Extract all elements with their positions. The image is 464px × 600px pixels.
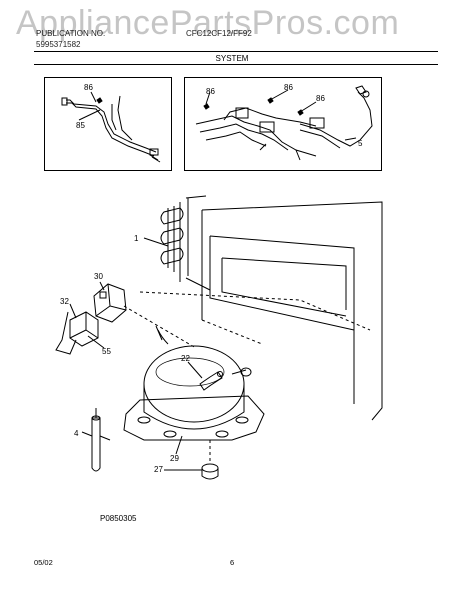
condenser-coil bbox=[160, 195, 211, 291]
publication-number: 5995371582 bbox=[36, 40, 81, 49]
callout-55: 55 bbox=[102, 347, 111, 356]
cabinet-outline bbox=[123, 201, 383, 421]
callout-5: 5 bbox=[358, 139, 363, 148]
callout-4: 4 bbox=[74, 429, 79, 438]
wire-32 bbox=[55, 311, 77, 355]
callout-1: 1 bbox=[134, 234, 139, 243]
figure-number: P0850305 bbox=[100, 514, 137, 523]
callout-27: 27 bbox=[154, 465, 163, 474]
callout-29: 29 bbox=[170, 454, 179, 463]
grommet-27 bbox=[201, 440, 219, 480]
model-numbers: CFC12CF12/FF92 bbox=[186, 29, 252, 38]
callout-86-inset1: 86 bbox=[84, 83, 93, 92]
section-title: SYSTEM bbox=[215, 54, 249, 63]
callout-30: 30 bbox=[94, 272, 103, 281]
wire-harness-5 bbox=[195, 85, 373, 161]
callout-86-inset2-a: 86 bbox=[206, 87, 215, 96]
callout-86-inset2-b: 86 bbox=[284, 83, 293, 92]
callout-32: 32 bbox=[60, 297, 69, 306]
watermark: AppliancePartsPros.com bbox=[16, 4, 400, 42]
compressor bbox=[123, 325, 265, 441]
relay-30 bbox=[93, 283, 127, 323]
callout-86-inset2-c: 86 bbox=[316, 94, 325, 103]
filter-drier-4 bbox=[91, 408, 111, 472]
section-rule bbox=[34, 64, 438, 65]
callout-22: 22 bbox=[181, 354, 190, 363]
overload-cover-55 bbox=[69, 311, 99, 347]
wiring-inset-2 bbox=[184, 77, 382, 171]
callout-85: 85 bbox=[76, 121, 85, 130]
footer-date: 05/02 bbox=[34, 558, 53, 567]
wire-harness-85 bbox=[61, 91, 161, 163]
footer-page: 6 bbox=[230, 558, 235, 567]
publication-label: PUBLICATION NO. bbox=[36, 29, 106, 38]
header-rule bbox=[34, 51, 438, 52]
